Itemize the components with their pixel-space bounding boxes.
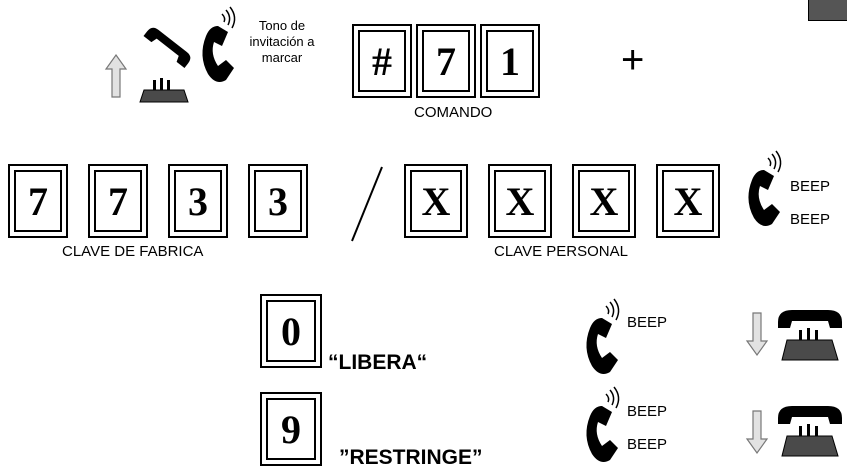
personal-code-label: CLAVE PERSONAL [494, 243, 628, 260]
hung-up-phone-icon [778, 310, 842, 361]
separator-slash [351, 166, 383, 242]
factory-key-3[interactable]: 3 [168, 164, 228, 238]
personal-key-1[interactable]: X [404, 164, 468, 238]
dial-tone-label: Tono de invitación a marcar [249, 18, 315, 65]
personal-key-3[interactable]: X [572, 164, 636, 238]
handset-ringing-icon [586, 386, 620, 462]
command-label: COMANDO [414, 104, 493, 121]
factory-key-4[interactable]: 3 [248, 164, 308, 238]
handset-ringing-icon [202, 6, 236, 82]
beep-text: BEEP [627, 436, 668, 453]
down-arrow-icon [745, 410, 769, 455]
option-label-restringe: ”RESTRINGE” [339, 446, 483, 469]
handset-ringing-icon [748, 150, 782, 226]
option-key-0[interactable]: 0 [260, 294, 322, 368]
personal-key-2[interactable]: X [488, 164, 552, 238]
hung-up-phone-icon [778, 406, 842, 457]
beep-text: BEEP [790, 178, 831, 195]
down-arrow-icon [745, 312, 769, 357]
personal-key-4[interactable]: X [656, 164, 720, 238]
beep-text: BEEP [627, 403, 668, 420]
desk-phone-icon [139, 27, 191, 103]
option-key-9[interactable]: 9 [260, 392, 322, 466]
factory-key-1[interactable]: 7 [8, 164, 68, 238]
handset-ringing-icon [586, 298, 620, 374]
plus-sign: + [621, 38, 645, 82]
factory-key-2[interactable]: 7 [88, 164, 148, 238]
beep-text: BEEP [790, 211, 831, 228]
beep-text: BEEP [627, 314, 668, 331]
key-7[interactable]: 7 [416, 24, 476, 98]
up-arrow-icon [104, 53, 128, 98]
corner-tab [808, 0, 847, 21]
factory-code-label: CLAVE DE FABRICA [62, 243, 204, 260]
key-1[interactable]: 1 [480, 24, 540, 98]
option-label-libera: “LIBERA“ [328, 351, 428, 374]
key-hash[interactable]: # [352, 24, 412, 98]
